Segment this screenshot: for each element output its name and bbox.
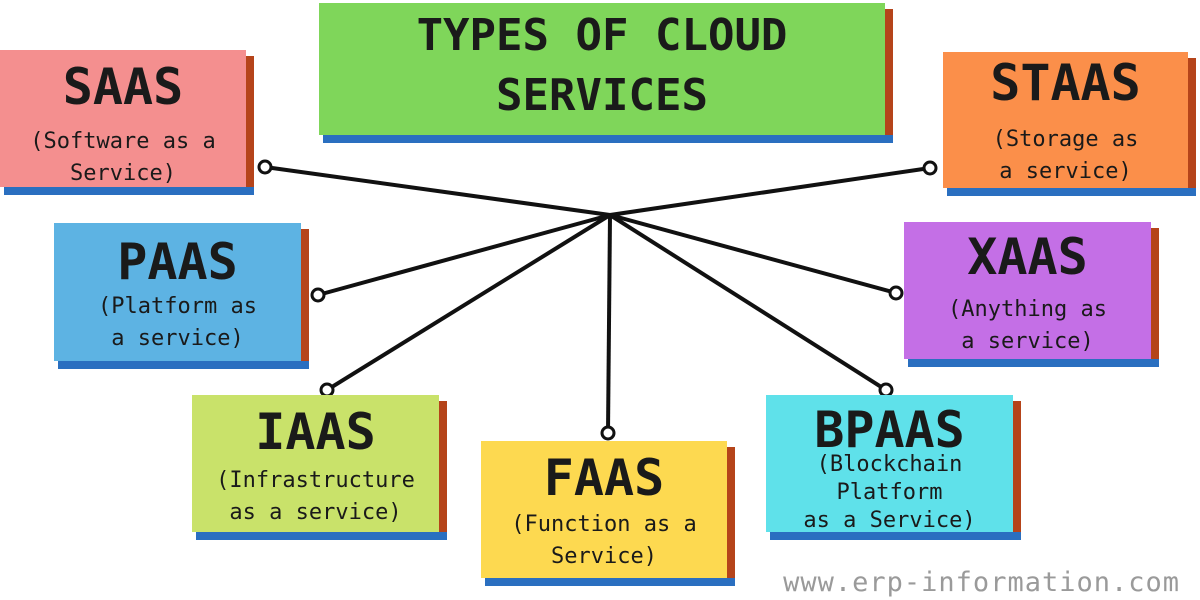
xaas-title: XAAS: [967, 228, 1088, 286]
paas-description: (Platform as a service): [98, 294, 257, 351]
faas-box: FAAS (Function as a Service): [481, 441, 735, 586]
xaas-box: XAAS (Anything as a service): [904, 222, 1159, 367]
saas-title: SAAS: [62, 58, 184, 116]
diagram-title: TYPES OF CLOUD SERVICES: [416, 10, 788, 121]
paas-box: PAAS (Platform as a service): [54, 223, 309, 369]
staas-description: (Storage as a service): [992, 127, 1139, 184]
connector-node-staas: [922, 160, 938, 176]
connector-node-saas: [257, 159, 273, 175]
staas-title: STAAS: [990, 54, 1141, 112]
connector-iaas: [325, 213, 612, 392]
connector-xaas: [609, 213, 897, 295]
watermark: www.erp-information.com: [783, 567, 1180, 598]
title-box: TYPES OF CLOUD SERVICES: [319, 3, 893, 143]
bpaas-box: BPAAS (Blockchain Platform as a Service): [766, 395, 1021, 540]
connector-node-xaas: [888, 285, 904, 301]
connector-bpaas: [608, 213, 888, 392]
connector-saas: [264, 165, 611, 217]
connector-staas: [609, 166, 931, 217]
bpaas-title: BPAAS: [814, 401, 965, 459]
iaas-description: (Infrastructure as a service): [216, 468, 415, 525]
connector-faas: [606, 214, 612, 434]
connector-paas: [317, 213, 611, 297]
iaas-box: IAAS (Infrastructure as a service): [192, 395, 447, 540]
iaas-title: IAAS: [255, 403, 376, 461]
connector-node-paas: [310, 287, 326, 303]
connector-node-faas: [600, 425, 616, 441]
paas-title: PAAS: [117, 233, 238, 291]
faas-title: FAAS: [543, 449, 665, 507]
faas-description: (Function as a Service): [511, 512, 697, 569]
xaas-description: (Anything as a service): [948, 297, 1107, 354]
bpaas-description: (Blockchain Platform as a Service): [803, 452, 976, 533]
staas-box: STAAS (Storage as a service): [943, 52, 1196, 196]
saas-box: SAAS (Software as a Service): [0, 50, 254, 195]
saas-description: (Software as a Service): [30, 129, 216, 186]
